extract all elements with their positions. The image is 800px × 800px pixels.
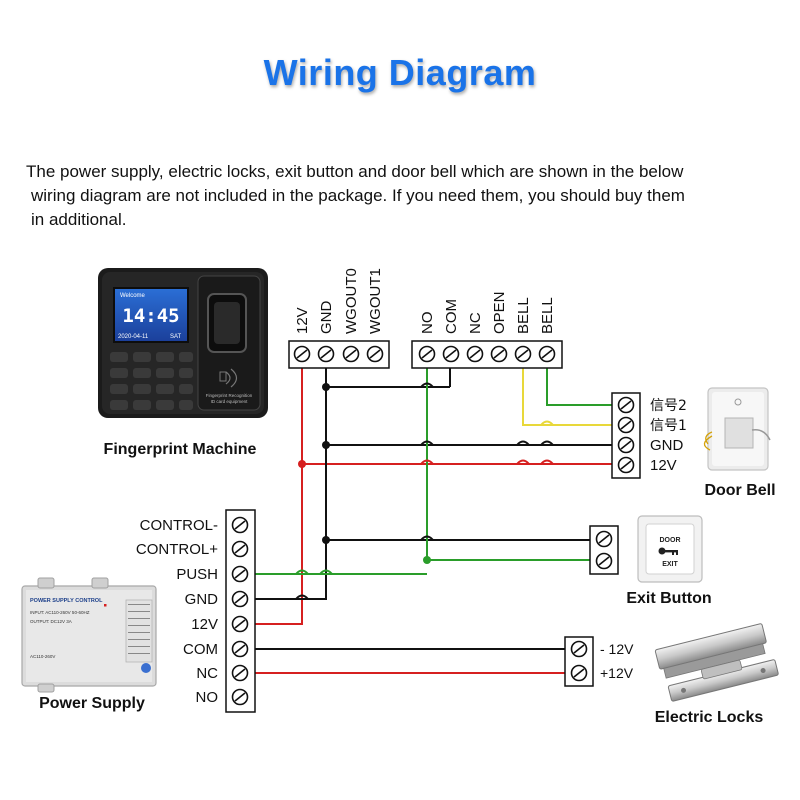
fingerprint-machine-caption: Fingerprint Machine	[104, 441, 257, 458]
lock-label-plus: +12V	[600, 665, 634, 681]
page-title: Wiring Diagram	[263, 52, 537, 93]
screen-time: 14:45	[122, 305, 179, 327]
fp-label-bell-2: BELL	[539, 297, 556, 334]
fp-label-wgout0: WGOUT0	[343, 268, 360, 334]
fp-label-nc: NC	[467, 312, 484, 334]
power-supply-caption: Power Supply	[39, 695, 145, 712]
exit-face-exit: EXIT	[662, 561, 678, 568]
junction-black-3	[322, 536, 330, 544]
junction-green	[423, 556, 431, 564]
ps-label-control-minus: CONTROL-	[140, 517, 218, 534]
wire-black-gnd-main	[243, 356, 327, 600]
junction-black-2	[322, 441, 330, 449]
fp-label-com: COM	[443, 299, 460, 334]
keypad	[110, 352, 193, 410]
exit-button-caption: Exit Button	[626, 590, 711, 607]
ps-device-model: AC110-260V	[30, 654, 55, 659]
ps-terminal-block	[225, 509, 256, 713]
wire-red-12v-main	[243, 356, 303, 625]
sensor-sublabel: ID card equipment	[211, 399, 249, 404]
ps-label-12v: 12V	[191, 616, 218, 633]
fp-label-no: NO	[419, 312, 436, 335]
electric-locks-caption: Electric Locks	[655, 709, 764, 726]
junction-black-1	[322, 383, 330, 391]
exit-button-device: DOOR EXIT	[637, 515, 703, 583]
lcd-screen	[113, 287, 189, 343]
wires	[243, 356, 614, 674]
fp-label-gnd: GND	[318, 301, 335, 335]
door-bell-device	[703, 387, 771, 471]
junction-red	[298, 460, 306, 468]
electric-locks-device	[654, 623, 779, 702]
intro-line-3: in additional.	[31, 210, 127, 229]
ps-label-no: NO	[196, 689, 219, 706]
fp-terminal-labels: 12V GND WGOUT0 WGOUT1 NO COM NC OPEN BEL…	[294, 268, 556, 334]
wire-yellow-bell	[522, 356, 614, 426]
ps-label-push: PUSH	[176, 566, 218, 583]
fp-label-wgout1: WGOUT1	[367, 268, 384, 334]
fingerprint-machine: Welcome 14:45 2020-04-11 SAT Fingerprint…	[98, 268, 268, 418]
ps-label-control-plus: CONTROL+	[136, 541, 218, 558]
rfid-icon	[225, 368, 238, 388]
bell-label-12v: 12V	[650, 457, 677, 474]
ps-device-input: INPUT: AC110-260V 50-60HZ	[30, 610, 90, 615]
power-supply-device: POWER SUPPLY CONTROL INPUT: AC110-260V 5…	[21, 577, 157, 693]
fp-label-12v: 12V	[294, 307, 311, 334]
intro-paragraph: The power supply, electric locks, exit b…	[26, 160, 776, 232]
ps-label-com: COM	[183, 641, 218, 658]
ps-label-gnd: GND	[185, 591, 219, 608]
bell-label-gnd: GND	[650, 437, 684, 454]
fp-terminal-block-right	[411, 340, 563, 369]
ps-label-nc: NC	[196, 665, 218, 682]
wire-green-no	[426, 356, 592, 561]
fp-label-bell-1: BELL	[515, 297, 532, 334]
screen-day: SAT	[170, 334, 182, 340]
ps-device-title: POWER SUPPLY CONTROL	[30, 598, 103, 604]
intro-line-2: wiring diagram are not included in the p…	[31, 186, 685, 205]
fp-label-open: OPEN	[491, 291, 508, 334]
door-bell-caption: Door Bell	[704, 482, 775, 499]
screen-welcome: Welcome	[120, 293, 146, 299]
bell-label-signal2: 信号2	[650, 398, 687, 414]
intro-line-1: The power supply, electric locks, exit b…	[26, 162, 684, 181]
exit-face-door: DOOR	[660, 537, 681, 544]
bell-label-signal1: 信号1	[650, 418, 687, 434]
lock-label-minus: - 12V	[600, 641, 634, 657]
screen-date: 2020-04-11	[118, 334, 149, 340]
ps-device-output: OUTPUT: DC12V 3A	[30, 619, 72, 624]
ps-terminal-labels: CONTROL- CONTROL+ PUSH GND 12V COM NC NO	[136, 517, 218, 706]
key-icon	[658, 547, 678, 555]
sensor-label: Fingerprint Recognition	[206, 393, 253, 398]
wire-green-bell	[546, 356, 614, 406]
